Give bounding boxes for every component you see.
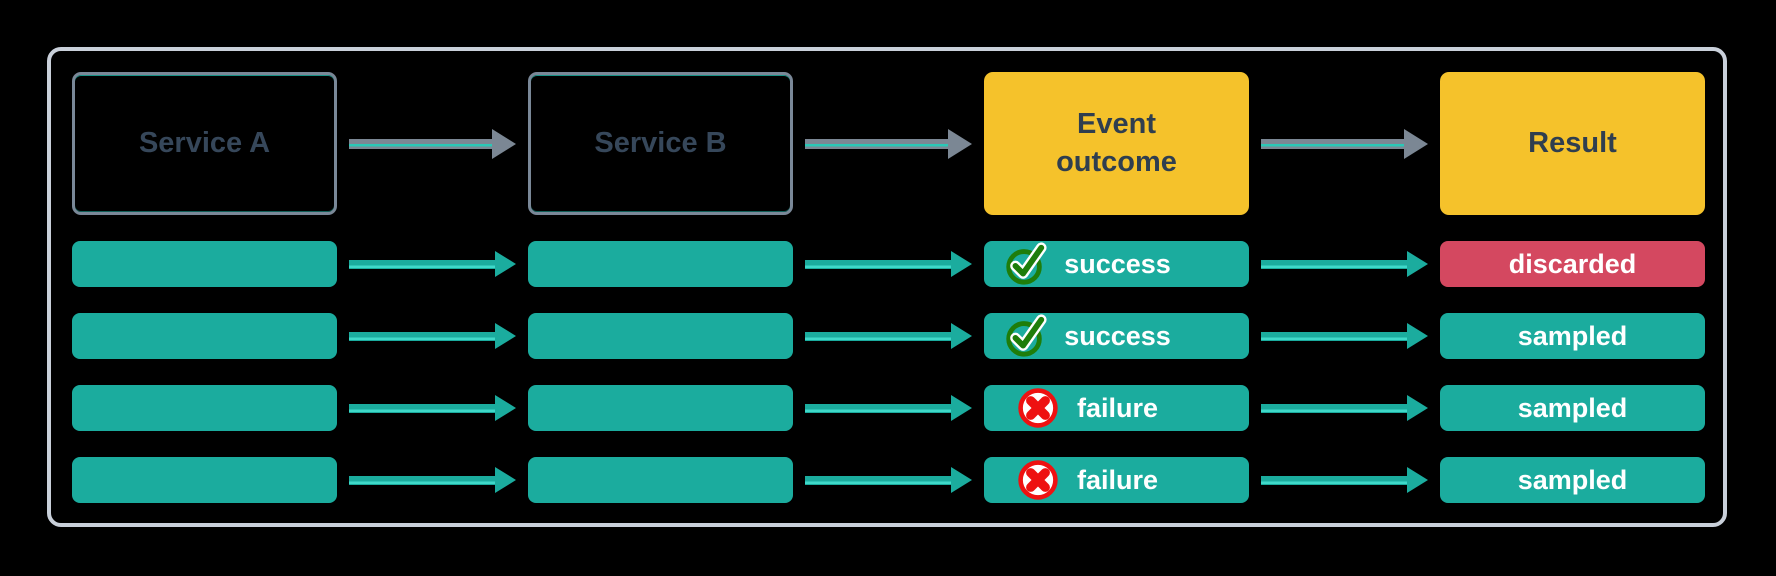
check-circle-icon <box>1002 313 1048 359</box>
arrow-head <box>1407 323 1428 349</box>
outcome-label: failure <box>1076 392 1159 423</box>
outcome-badge-success: success <box>984 241 1249 287</box>
flow-arrow-icon <box>349 323 516 349</box>
arrow-head <box>1407 467 1428 493</box>
trace-span-service-a <box>72 313 337 359</box>
arrow-head <box>1404 128 1428 159</box>
trace-span-service-b <box>528 385 793 431</box>
trace-span-service-b <box>528 313 793 359</box>
trace-span-service-b <box>528 457 793 503</box>
arrow-head <box>951 251 972 277</box>
flow-arrow-icon <box>805 395 972 421</box>
check-circle-icon <box>1002 241 1048 287</box>
outcome-label: success <box>1064 248 1171 279</box>
arrow-shaft <box>349 331 495 341</box>
outcome-badge-success: success <box>984 313 1249 359</box>
arrow-head <box>492 128 516 159</box>
arrow-shaft <box>349 475 495 485</box>
trace-span-service-a <box>72 457 337 503</box>
arrow-head <box>948 128 972 159</box>
arrow-shaft <box>1261 403 1407 413</box>
service-a-label: Service A <box>138 126 271 159</box>
x-circle-icon <box>1015 385 1061 431</box>
header-arrow-icon <box>1261 128 1428 159</box>
arrow-head <box>1407 395 1428 421</box>
arrow-shaft <box>805 331 951 341</box>
arrow-head <box>495 251 516 277</box>
flow-arrow-icon <box>1261 323 1428 349</box>
header-arrow-icon <box>349 128 516 159</box>
arrow-shaft <box>349 403 495 413</box>
node-service-b: Service B <box>528 72 793 215</box>
arrow-shaft <box>1261 475 1407 485</box>
result-label: sampled <box>1517 392 1628 423</box>
arrow-head <box>951 395 972 421</box>
header-arrow-icon <box>805 128 972 159</box>
x-circle-icon <box>1015 457 1061 503</box>
outcome-label: failure <box>1076 464 1159 495</box>
flow-arrow-icon <box>805 251 972 277</box>
arrow-shaft <box>349 259 495 269</box>
outcome-badge-failure: failure <box>984 385 1249 431</box>
result-label: Result <box>1528 126 1617 159</box>
arrow-shaft <box>805 138 948 149</box>
arrow-shaft <box>1261 138 1404 149</box>
result-badge-sampled: sampled <box>1440 385 1705 431</box>
flow-arrow-icon <box>1261 251 1428 277</box>
flow-arrow-icon <box>1261 467 1428 493</box>
node-result: Result <box>1440 72 1705 215</box>
result-badge-sampled: sampled <box>1440 313 1705 359</box>
flow-arrow-icon <box>349 467 516 493</box>
arrow-shaft <box>805 259 951 269</box>
flow-arrow-icon <box>349 395 516 421</box>
flow-arrow-icon <box>349 251 516 277</box>
flow-arrow-icon <box>805 323 972 349</box>
result-label: sampled <box>1517 320 1628 351</box>
flow-arrow-icon <box>805 467 972 493</box>
result-badge-discarded: discarded <box>1440 241 1705 287</box>
event-outcome-label: Event outcome <box>1056 107 1177 178</box>
arrow-head <box>495 467 516 493</box>
arrow-shaft <box>349 138 492 149</box>
trace-span-service-b <box>528 241 793 287</box>
arrow-head <box>951 467 972 493</box>
trace-span-service-a <box>72 241 337 287</box>
result-label: sampled <box>1517 464 1628 495</box>
arrow-shaft <box>805 475 951 485</box>
arrow-head <box>1407 251 1428 277</box>
node-event-outcome: Event outcome <box>984 72 1249 215</box>
arrow-head <box>951 323 972 349</box>
outcome-badge-failure: failure <box>984 457 1249 503</box>
outcome-label: success <box>1064 320 1171 351</box>
node-service-a: Service A <box>72 72 337 215</box>
diagram-frame: Service A Service B Event outcome Result <box>47 47 1727 527</box>
service-b-label: Service B <box>594 126 727 159</box>
result-badge-sampled: sampled <box>1440 457 1705 503</box>
arrow-head <box>495 395 516 421</box>
diagram-grid: Service A Service B Event outcome Result <box>72 72 1705 503</box>
result-label: discarded <box>1508 248 1637 279</box>
arrow-shaft <box>1261 259 1407 269</box>
trace-span-service-a <box>72 385 337 431</box>
arrow-shaft <box>1261 331 1407 341</box>
arrow-head <box>495 323 516 349</box>
arrow-shaft <box>805 403 951 413</box>
flow-arrow-icon <box>1261 395 1428 421</box>
